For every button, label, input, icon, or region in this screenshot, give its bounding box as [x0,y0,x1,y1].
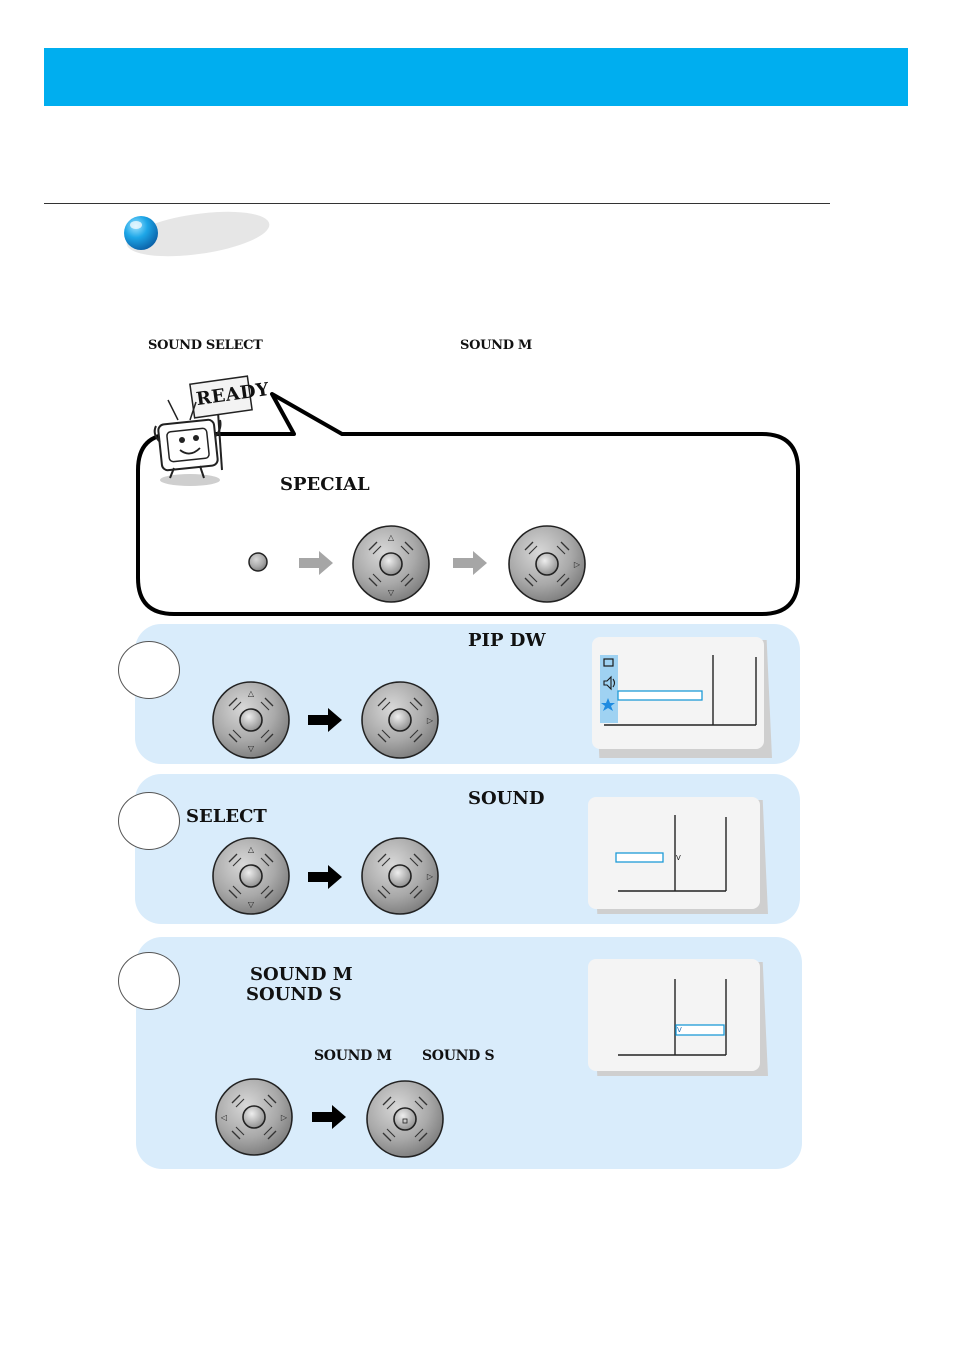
menu-button-icon[interactable] [247,551,269,573]
joystick-icon[interactable]: ▷ [360,680,440,760]
step-1-number-circle [118,641,180,699]
joystick-icon[interactable]: ▷ [360,836,440,916]
special-label: SPECIAL [280,474,370,495]
joystick-icon[interactable]: ◁ ▷ [214,1077,294,1157]
svg-text:△: △ [248,845,255,854]
step-2-number-circle [118,792,180,850]
screen-2-marker: V [676,854,681,862]
arrow-right-gray-icon [453,551,489,575]
section-divider [44,203,830,204]
step-2-screen [588,797,760,909]
svg-text:◁: ◁ [220,1113,227,1122]
picture-icon [603,658,614,667]
sound-m-toggle-label: SOUND M [314,1048,392,1064]
arrow-right-gray-icon [299,551,335,575]
arrow-right-black-icon [312,1105,348,1129]
svg-text:▷: ▷ [427,872,434,881]
arrow-right-black-icon [308,865,344,889]
pip-dw-label: PIP DW [468,630,546,651]
ready-mascot [150,372,260,490]
joystick-icon[interactable]: △ ▽ [351,524,431,604]
svg-text:▽: ▽ [248,744,255,753]
sound-s-toggle-label: SOUND S [422,1048,495,1064]
svg-text:△: △ [388,533,395,542]
blue-ball-icon [124,216,158,250]
select-label: SELECT [186,806,267,827]
joystick-icon[interactable]: △ ▽ [211,836,291,916]
screen-3-marker: V [677,1026,682,1034]
speaker-icon [603,675,616,691]
joystick-icon[interactable]: △ ▽ [211,680,291,760]
joystick-icon[interactable] [365,1079,445,1159]
step-3-screen [588,959,760,1071]
svg-text:△: △ [248,689,255,698]
star-icon [601,698,615,711]
section-bullet [118,210,273,262]
sound-select-label: SOUND SELECT [148,338,263,353]
joystick-icon[interactable]: ▷ [507,524,587,604]
svg-text:▷: ▷ [574,560,581,569]
svg-text:▷: ▷ [281,1113,288,1122]
step-1-screen [592,637,764,749]
header-bar [44,48,908,106]
sound-s-option-label: SOUND S [246,984,342,1005]
svg-text:▷: ▷ [427,716,434,725]
svg-text:▽: ▽ [248,900,255,909]
arrow-right-black-icon [308,708,344,732]
sound-label: SOUND [468,788,545,809]
sound-m-option-label: SOUND M [250,964,353,985]
svg-text:▽: ▽ [388,588,395,597]
sound-m-label: SOUND M [460,338,533,353]
step-3-number-circle [118,952,180,1010]
